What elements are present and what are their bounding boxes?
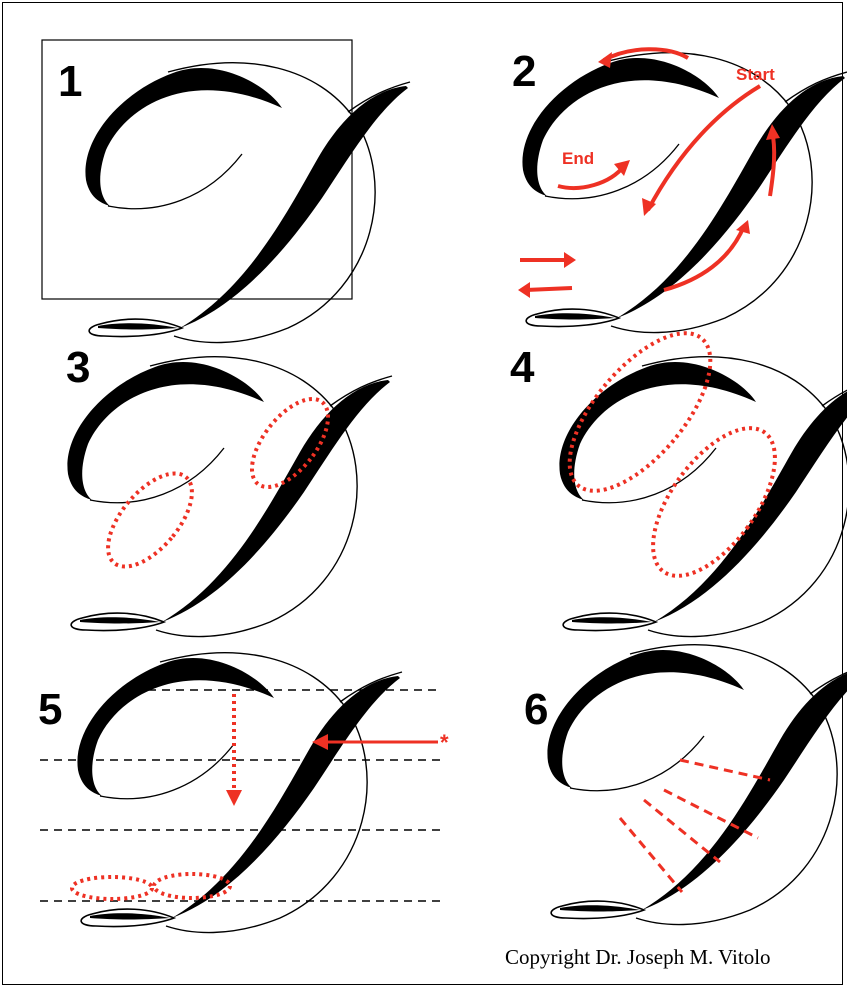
copyright-credit: Copyright Dr. Joseph M. Vitolo [505,945,771,969]
slant-line-3 [644,800,720,862]
panel-1: 1 [42,40,410,343]
highlight-oval-lower-stem [93,459,208,581]
slant-line-4 [620,818,682,892]
slant-line-1 [680,760,770,780]
panel-2: 2 Start End [512,47,847,333]
panel-6: 6 [524,645,847,925]
letter-d-step-3 [67,357,392,637]
letter-d-step-4 [559,357,847,637]
step-number-3: 3 [66,343,90,392]
panel-5: 5 * [38,653,449,933]
end-label: End [562,149,594,168]
step-number-1: 1 [58,57,82,106]
start-label: Start [736,65,775,84]
highlight-ovals-4 [545,310,799,596]
height-arrow-head [226,790,242,806]
highlight-oval-base-left [72,877,152,899]
letter-d-step-1 [85,63,410,343]
step-number-2: 2 [512,47,536,96]
panel-5-annotations: * [72,694,449,899]
step-number-4: 4 [510,343,535,392]
letter-d-step-6 [547,645,847,925]
letter-d-step-2 [522,53,847,333]
arrow-end-curl [558,166,624,188]
panel-4: 4 [510,310,847,636]
arrow-loop-left [526,288,572,290]
panel-3: 3 [66,343,392,637]
step-number-6: 6 [524,685,548,734]
stroke-order-arrows [520,49,774,290]
step-number-5: 5 [38,685,62,734]
asterisk-marker: * [440,730,449,755]
